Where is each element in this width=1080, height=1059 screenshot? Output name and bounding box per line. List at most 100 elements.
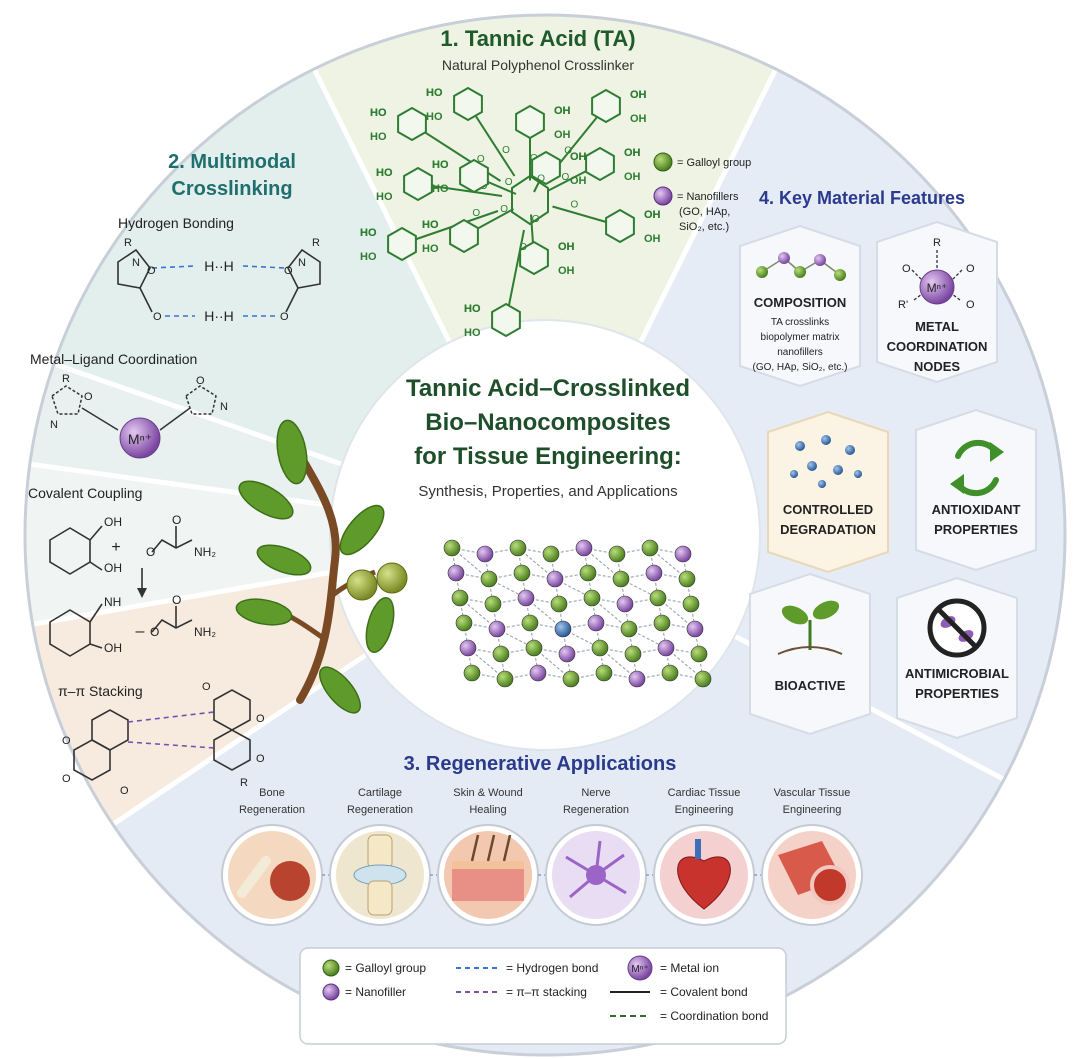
ta-hydroxyl-label: HO xyxy=(360,227,377,239)
galloyl-node xyxy=(455,614,473,632)
bone-icon xyxy=(237,856,271,898)
hair-strand xyxy=(486,834,496,862)
galloyl-node xyxy=(550,595,568,613)
legend-metal-ion: = Metal ion xyxy=(660,961,719,975)
legend-stacking: = π–π stacking xyxy=(506,985,587,999)
composition-title: COMPOSITION xyxy=(754,295,846,310)
legend-box xyxy=(299,947,787,1045)
nanofiller-node xyxy=(459,639,477,657)
nanofiller-node xyxy=(645,564,663,582)
galloyl-ring xyxy=(515,104,545,140)
knee-bone-bottom xyxy=(367,880,393,916)
galloyl-node xyxy=(591,639,609,657)
no-bacteria-icon xyxy=(927,598,987,658)
fruit xyxy=(346,569,378,601)
ta-ester-oxygen: O xyxy=(532,214,540,225)
feature-metal-nodes: Mⁿ⁺ R O O R' O METAL COORDINATION NODES xyxy=(876,220,998,384)
legend-hbond: = Hydrogen bond xyxy=(506,961,598,975)
leaf xyxy=(235,598,293,626)
outer-ring xyxy=(23,13,1067,1057)
galloyl-node xyxy=(694,670,712,688)
nanofiller-node xyxy=(628,670,646,688)
ta-hydroxyl-label: OH xyxy=(570,151,587,163)
galloyl-ring xyxy=(605,208,635,244)
hbond-o-left: O xyxy=(147,265,156,277)
crosslinking-heading-1: 2. Multimodal xyxy=(168,151,296,173)
ta-hydroxyl-label: OH xyxy=(630,89,647,101)
galloyl-node xyxy=(521,614,539,632)
galloyl-node xyxy=(649,589,667,607)
galloyl-node xyxy=(579,564,597,582)
hbond-r-right: R xyxy=(312,237,320,249)
nanofiller-node xyxy=(488,620,506,638)
ta-hydroxyl-label: HO xyxy=(422,243,439,255)
covalent-o-top-1: O xyxy=(172,513,181,527)
application-label: Skin & Wound xyxy=(453,787,523,799)
tannic-acid-section: 1. Tannic Acid (TA) Natural Polyphenol C… xyxy=(360,26,751,339)
hbond-r-left: R xyxy=(124,237,132,249)
ta-legend-nanofillers-1: = Nanofillers xyxy=(677,191,739,203)
nanofiller-node xyxy=(657,639,675,657)
fruit xyxy=(376,562,408,594)
hbond-o-right: O xyxy=(284,265,293,277)
nanofiller-node xyxy=(517,589,535,607)
application-label: Engineering xyxy=(675,804,734,816)
ta-ester-oxygen: O xyxy=(477,154,485,165)
stacking-o-4: O xyxy=(202,681,211,693)
composition-line-4: (GO, HAp, SiO₂, etc.) xyxy=(752,362,847,373)
application-label: Bone xyxy=(259,787,285,799)
hair-strand xyxy=(470,834,480,862)
crosslinking-heading-2: Crosslinking xyxy=(171,178,292,200)
galloyl-node xyxy=(562,670,580,688)
bioactive-label: BIOACTIVE xyxy=(775,678,846,693)
metal-title: Metal–Ligand Coordination xyxy=(30,351,197,367)
applications-heading: 3. Regenerative Applications xyxy=(404,753,677,775)
nanofiller-node xyxy=(674,545,692,563)
covalent-oh-1: OH xyxy=(104,515,122,529)
center-title-block: Tannic Acid–Crosslinked Bio–Nanocomposit… xyxy=(406,375,690,500)
nanofiller-node xyxy=(558,645,576,663)
galloyl-node xyxy=(612,570,630,588)
covalent-oh-3: OH xyxy=(104,641,122,655)
leaf xyxy=(365,597,395,653)
metal-nodes-line-2: COORDINATION xyxy=(887,339,988,354)
sector-applications xyxy=(25,535,1065,1055)
ta-hydroxyl-label: OH xyxy=(644,233,661,245)
galloyl-node xyxy=(608,545,626,563)
covalent-o-top-2: O xyxy=(172,593,181,607)
galloyl-node xyxy=(653,614,671,632)
bone-tissue xyxy=(270,861,310,901)
ta-hydroxyl-label: OH xyxy=(554,105,571,117)
feature-antimicrobial: ANTIMICROBIAL PROPERTIES xyxy=(896,576,1018,740)
covalent-o-2: O xyxy=(150,625,159,639)
ta-hydroxyl-label: OH xyxy=(558,241,575,253)
ta-hydroxyl-label: HO xyxy=(422,219,439,231)
ta-hydroxyl-label: HO xyxy=(360,227,377,239)
hbond-o-right-2: O xyxy=(280,311,289,323)
nanofiller-node xyxy=(686,620,704,638)
legend-nanofiller: = Nanofiller xyxy=(345,985,406,999)
ta-heading: 1. Tannic Acid (TA) xyxy=(440,26,635,51)
galloyl-node xyxy=(542,545,560,563)
galloyl-ring xyxy=(591,88,621,124)
metal-nodes-line-3: NODES xyxy=(914,359,961,374)
ta-hydroxyl-label: OH xyxy=(630,89,647,101)
leaf xyxy=(319,666,361,714)
ta-hydroxyl-label: HO xyxy=(464,303,481,315)
galloyl-node xyxy=(678,570,696,588)
ta-hydroxyl-label: OH xyxy=(644,209,661,221)
covalent-oh-2: OH xyxy=(104,561,122,575)
galloyl-node xyxy=(624,645,642,663)
application-label: Regeneration xyxy=(563,804,629,816)
hbond-o-left-2: O xyxy=(153,311,162,323)
application-label: Cardiac Tissue xyxy=(668,787,741,799)
applications-section: 3. Regenerative Applications BoneRegener… xyxy=(221,753,863,926)
neuron-dendrite xyxy=(594,840,602,876)
center-title-line-3: for Tissue Engineering: xyxy=(414,443,682,470)
galloyl-ring xyxy=(453,86,483,122)
legend-nanofiller-dot xyxy=(322,983,340,1001)
ta-ester-oxygen: O xyxy=(472,208,480,219)
application-label: Healing xyxy=(469,804,506,816)
